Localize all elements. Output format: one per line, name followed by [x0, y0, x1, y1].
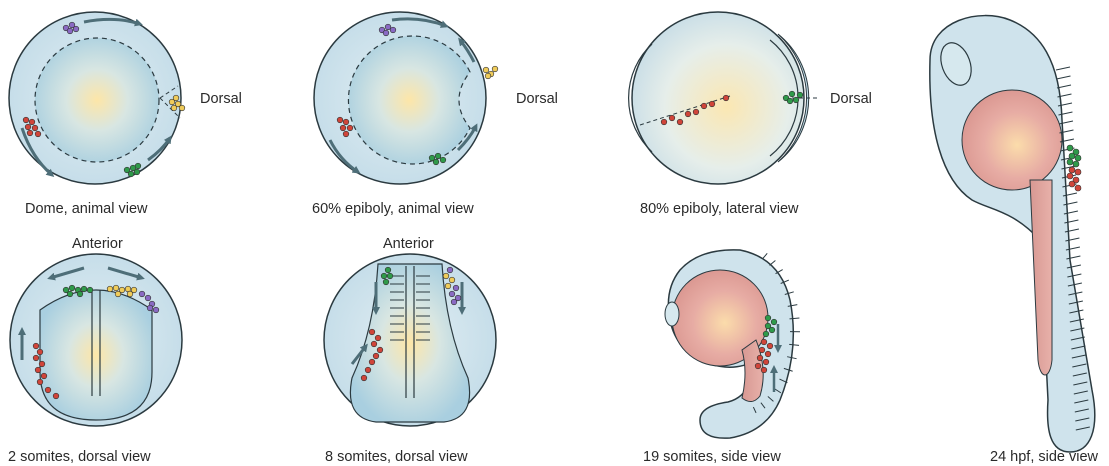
somites19-side-view-panel: 19 somites, side view: [643, 250, 800, 465]
epiboly80-embryo: [632, 12, 804, 184]
epiboly60-caption: 60% epiboly, animal view: [312, 201, 474, 217]
epiboly80-dorsal-label: Dorsal: [830, 91, 872, 107]
hpf24-caption: 24 hpf, side view: [990, 449, 1099, 465]
somites2-caption: 2 somites, dorsal view: [8, 449, 151, 465]
somites8-dorsal-view-panel: Anterior 8 somites, dorsal view: [324, 236, 496, 465]
somites19-eye: [665, 302, 679, 326]
somites8-caption: 8 somites, dorsal view: [325, 449, 468, 465]
epiboly60-cells-yellow: [483, 66, 498, 79]
hpf24-side-view-panel: 24 hpf, side view: [930, 16, 1099, 465]
epiboly80-caption: 80% epiboly, lateral view: [640, 201, 799, 217]
dome-caption: Dome, animal view: [25, 201, 148, 217]
somites19-caption: 19 somites, side view: [643, 449, 781, 465]
somites2-yolk: [40, 290, 152, 420]
dome-animal-view-panel: Dorsal Dome, animal view: [9, 12, 242, 217]
epiboly60-animal-view-panel: Dorsal 60% epiboly, animal view: [312, 12, 558, 217]
epiboly80-lateral-view-panel: Dorsal 80% epiboly, lateral view: [629, 12, 872, 217]
dome-dorsal-label: Dorsal: [200, 91, 242, 107]
epiboly60-dorsal-label: Dorsal: [516, 91, 558, 107]
somites8-anterior-label: Anterior: [383, 236, 434, 252]
hpf24-yolk-extension: [1030, 180, 1052, 375]
hpf24-yolk: [962, 90, 1062, 190]
somites2-anterior-label: Anterior: [72, 236, 123, 252]
dome-yolk: [35, 38, 159, 162]
somites2-dorsal-view-panel: Anterior 2 somites, dorsal view: [8, 236, 182, 465]
somite-stripe: [1056, 67, 1070, 70]
somite-stripe: [763, 253, 768, 258]
somite-stripe: [1056, 76, 1070, 79]
somite-stripe: [769, 261, 775, 266]
hpf24-cells-red: [1067, 167, 1081, 191]
